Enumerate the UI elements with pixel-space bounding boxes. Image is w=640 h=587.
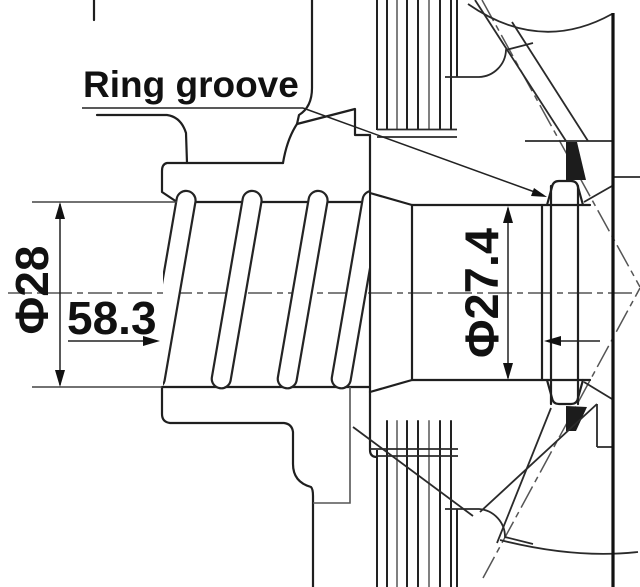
- snap-ring-section-top: [566, 142, 586, 180]
- leader-line: [302, 107, 544, 196]
- stub-shaft-end: [368, 179, 613, 406]
- bevel-gear-bottom: [352, 403, 639, 555]
- dimension-phi28: Φ28: [6, 201, 177, 388]
- dim-58-3-text: 58.3: [67, 292, 157, 344]
- bevel-gear-top: [445, 0, 640, 178]
- ring-groove-label: Ring groove: [83, 64, 299, 105]
- dimension-58-3: 58.3: [67, 292, 600, 346]
- snap-ring-section-bottom: [566, 406, 587, 431]
- spline-teeth-bottom: [370, 420, 458, 587]
- dim-phi28-text: Φ28: [6, 246, 58, 335]
- helical-grooves: [163, 189, 369, 390]
- dimension-phi27-4: Φ27.4: [455, 206, 513, 380]
- spline-teeth-top: [376, 0, 458, 138]
- dim-phi27-4-text: Φ27.4: [455, 228, 508, 358]
- axle-shaft-outline: [92, 0, 379, 587]
- ring-groove-callout: Ring groove: [82, 64, 547, 197]
